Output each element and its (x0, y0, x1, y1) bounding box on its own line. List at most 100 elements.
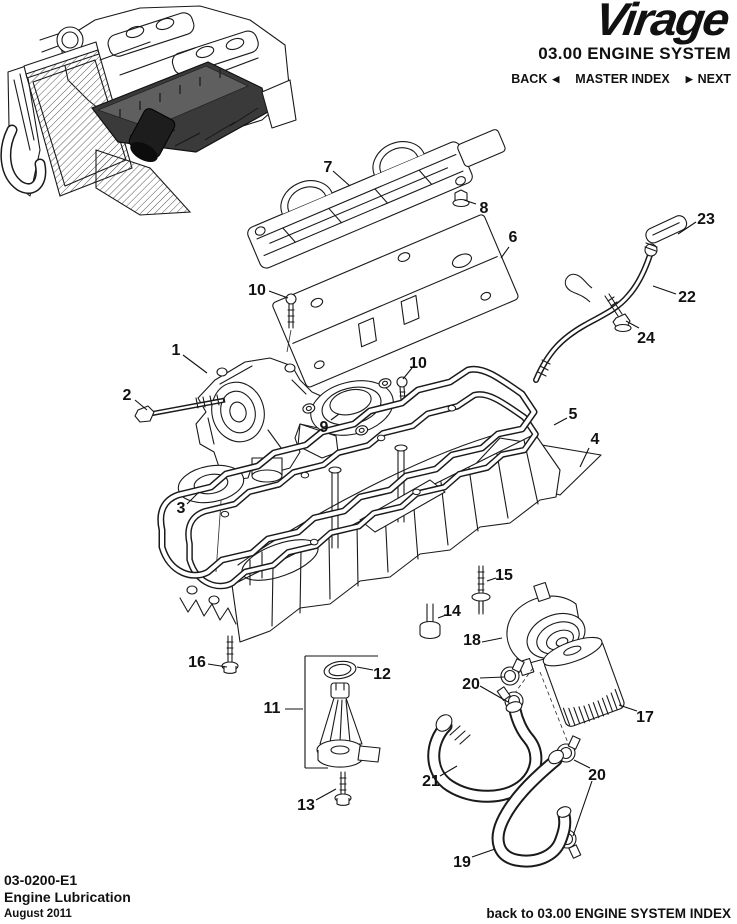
callout-9: 9 (320, 419, 329, 436)
part-9-cover (299, 372, 401, 447)
part-12-o-ring (323, 659, 357, 680)
doc-date: August 2011 (4, 907, 72, 920)
doc-code: 03-0200-E1 (4, 871, 78, 888)
nav-bar: BACK ◀ MASTER INDEX ▶ NEXT (511, 72, 731, 86)
callout-7: 7 (324, 159, 333, 176)
leader-line (438, 615, 446, 618)
leader-line (208, 664, 227, 667)
leader-line (187, 492, 199, 504)
leader-line (331, 414, 339, 420)
brand-logo: Virage (592, 0, 732, 45)
callout-3: 3 (177, 500, 186, 517)
leader-line (440, 766, 457, 776)
part-16-bolt (222, 636, 238, 673)
part-20-hose-clamp (501, 659, 524, 685)
sump-studs (120, 69, 220, 118)
leader-line (554, 418, 567, 425)
part-17-oil-filter (540, 632, 626, 729)
doc-title: Engine Lubrication (4, 889, 131, 906)
leader-line (501, 247, 509, 258)
part-22-dipstick-tube (536, 243, 657, 380)
callout-18: 18 (463, 632, 481, 649)
callout-17: 17 (636, 709, 654, 726)
callout-6: 6 (509, 229, 518, 246)
nav-master-index-link[interactable]: MASTER INDEX (575, 72, 669, 86)
leader-line (403, 368, 412, 379)
index-back-link[interactable]: back to 03.00 ENGINE SYSTEM INDEX (486, 906, 731, 921)
leader-line (269, 291, 288, 298)
coolant-hose (6, 130, 41, 189)
callout-14: 14 (443, 603, 461, 620)
callout-2: 2 (123, 387, 132, 404)
nav-master-index-label: MASTER INDEX (575, 72, 670, 86)
callout-8: 8 (480, 200, 489, 217)
part-6-windage-tray (272, 214, 520, 389)
callout-24: 24 (637, 330, 655, 347)
nav-back-link[interactable]: BACK ◀ (511, 72, 559, 86)
callout-16: 16 (188, 654, 206, 671)
tube-ferrule (645, 244, 657, 256)
nav-next-link[interactable]: ▶ NEXT (686, 72, 731, 86)
bent-tab (353, 318, 382, 347)
page-header: Virage 03.00 ENGINE SYSTEM BACK ◀ MASTER… (511, 0, 731, 86)
pan-rim (188, 394, 535, 586)
leader-line (573, 781, 592, 836)
callout-5: 5 (569, 406, 578, 423)
part-15-stud (472, 566, 490, 614)
leader-line (653, 286, 676, 294)
part-13-bolt (335, 772, 351, 805)
next-arrow-icon: ▶ (685, 73, 693, 84)
callout-23: 23 (697, 211, 715, 228)
part-2-bolt (135, 395, 225, 422)
part-23-dipstick-handle (644, 213, 689, 245)
intake-manifold (100, 10, 261, 78)
callout-21: 21 (422, 773, 440, 790)
callout-10: 10 (409, 355, 427, 372)
callout-12: 12 (373, 666, 391, 683)
nav-next-label: NEXT (697, 72, 731, 86)
pan-ribs (272, 440, 538, 626)
part-14-drain-plug (420, 604, 440, 639)
callout-15: 15 (495, 567, 513, 584)
leader-line (580, 448, 589, 467)
leader-line (357, 667, 373, 670)
leader-line (678, 222, 696, 234)
engine-mount (262, 80, 296, 128)
thumb-oil-filter-end (130, 142, 158, 162)
callout-layer: 7861023222412109543151418161220111721132… (123, 159, 715, 871)
callout-20: 20 (462, 676, 480, 693)
bent-tab (396, 295, 425, 324)
part-10-bolt (286, 294, 296, 352)
nav-back-label: BACK (511, 72, 548, 86)
part-21-hose (433, 700, 536, 796)
leader-line (480, 686, 508, 702)
part-5-gasket (161, 369, 534, 575)
part-19-hose (498, 747, 572, 861)
leader-line (619, 705, 637, 711)
sensor-connector (358, 746, 380, 762)
section-title: 03.00 ENGINE SYSTEM (538, 44, 731, 63)
leader-line (574, 760, 590, 768)
callout-11: 11 (264, 700, 281, 717)
leader-line (183, 355, 207, 373)
part-24-bolt (605, 294, 631, 332)
throttle-duct (40, 27, 83, 53)
tube-bracket (565, 274, 592, 302)
leader-line (487, 578, 496, 581)
callout-13: 13 (297, 797, 315, 814)
part-10-bolt (397, 377, 407, 400)
callout-20: 20 (588, 767, 606, 784)
part-11-oil-level-sensor (317, 683, 380, 767)
leader-line (333, 171, 350, 186)
front-duct (96, 150, 190, 215)
callout-22: 22 (678, 289, 696, 306)
leader-line (626, 321, 639, 328)
leader-line (482, 638, 502, 642)
pan-body (232, 434, 560, 642)
pan-left-sawtooth (180, 598, 236, 624)
callout-1: 1 (172, 342, 181, 359)
leader-line (472, 849, 495, 857)
sump-highlight (92, 62, 268, 162)
